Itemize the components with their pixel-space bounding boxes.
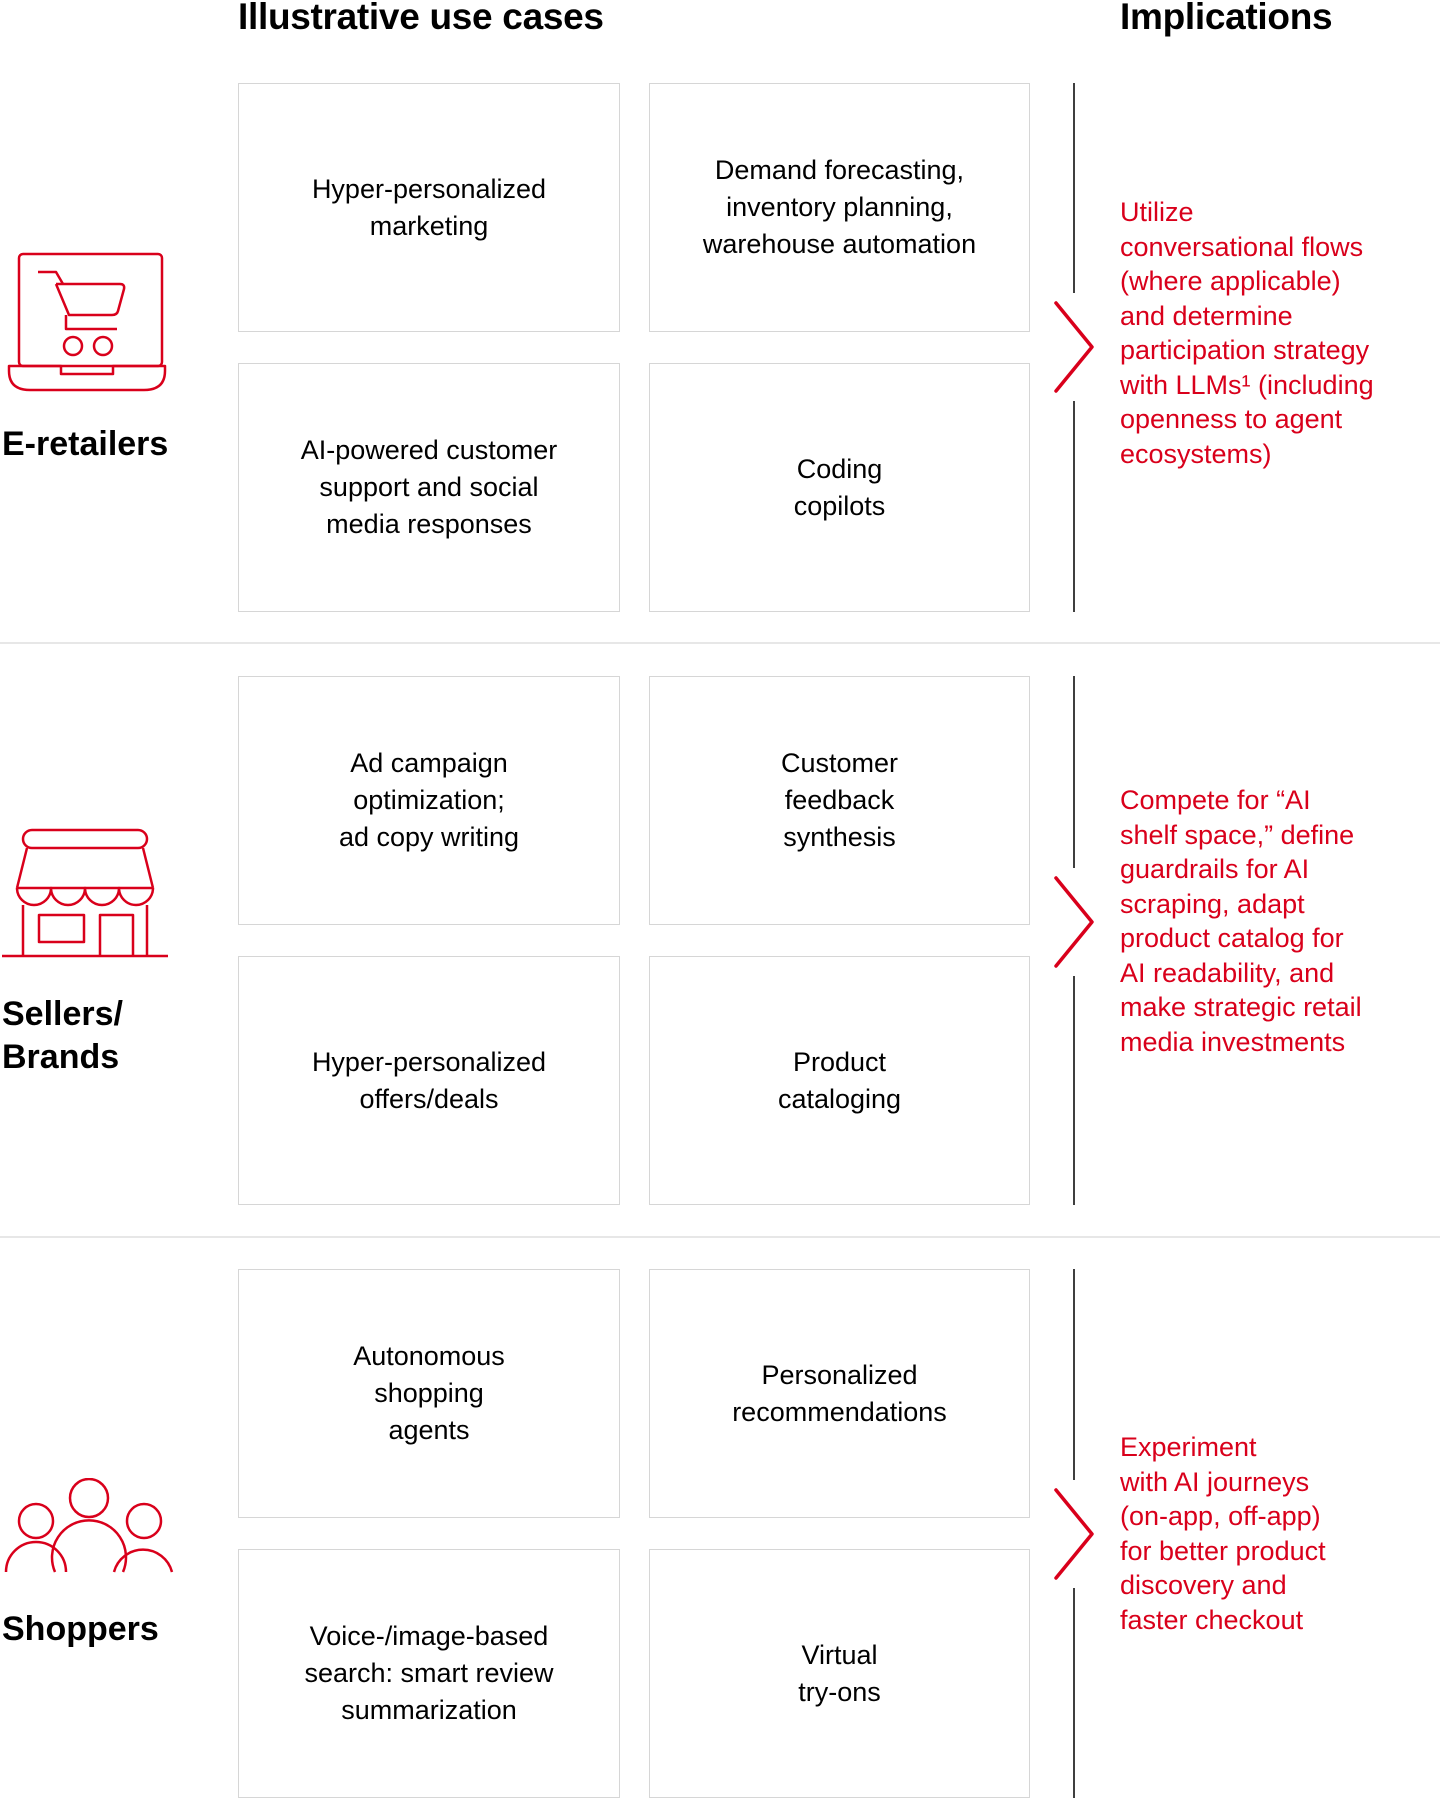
use-case-text: Hyper-personalized marketing	[311, 173, 547, 241]
use-case-box: Hyper-personalized offers/deals	[238, 956, 620, 1205]
use-case-text: AI-powered customer support and social m…	[300, 435, 558, 539]
implications-header: Implications	[1120, 0, 1333, 37]
group-label-e-retailers: E-retailers	[2, 425, 169, 463]
use-case-text: Demand forecasting, inventory planning, …	[702, 155, 977, 259]
group-label-shoppers: Shoppers	[2, 1610, 159, 1648]
group-label-sellers-brands: Sellers/ Brands	[2, 995, 123, 1076]
use-case-box: Virtual try-ons	[649, 1549, 1030, 1798]
connector-line	[1073, 976, 1075, 1205]
use-case-text: Coding copilots	[793, 453, 886, 521]
use-case-box: Coding copilots	[649, 363, 1030, 612]
use-case-text: Virtual try-ons	[798, 1639, 881, 1707]
use-case-box: Autonomous shopping agents	[238, 1269, 620, 1518]
connector-line	[1073, 1588, 1075, 1798]
chevron-right-icon	[1054, 1488, 1094, 1580]
use-cases-header: Illustrative use cases	[238, 0, 604, 37]
storefront-icon	[0, 825, 170, 961]
connector-line	[1073, 83, 1075, 293]
people-icon	[2, 1478, 174, 1573]
use-case-text: Customer feedback synthesis	[780, 748, 899, 852]
use-case-text: Voice-/image-based search: smart review …	[304, 1621, 554, 1725]
connector-line	[1073, 1269, 1075, 1480]
use-case-box: Ad campaign optimization; ad copy writin…	[238, 676, 620, 925]
connector-line	[1073, 676, 1075, 868]
use-case-text: Hyper-personalized offers/deals	[311, 1046, 547, 1114]
use-case-box: Product cataloging	[649, 956, 1030, 1205]
implication-text: Utilize conversational flows (where appl…	[1120, 197, 1374, 469]
use-case-box: Personalized recommendations	[649, 1269, 1030, 1518]
row-divider	[0, 642, 1440, 644]
use-case-text: Ad campaign optimization; ad copy writin…	[338, 748, 520, 852]
use-case-box: Demand forecasting, inventory planning, …	[649, 83, 1030, 332]
connector-line	[1073, 401, 1075, 612]
use-case-box: Hyper-personalized marketing	[238, 83, 620, 332]
implication-text: Experiment with AI journeys (on-app, off…	[1120, 1432, 1326, 1635]
use-case-text: Autonomous shopping agents	[353, 1341, 505, 1445]
use-case-box: Customer feedback synthesis	[649, 676, 1030, 925]
implication-text: Compete for “AI shelf space,” define gua…	[1120, 785, 1362, 1057]
use-case-box: AI-powered customer support and social m…	[238, 363, 620, 612]
chevron-right-icon	[1054, 301, 1094, 393]
row-divider	[0, 1236, 1440, 1238]
use-case-text: Personalized recommendations	[732, 1359, 947, 1427]
chevron-right-icon	[1054, 876, 1094, 968]
laptop-shopping-cart-icon	[6, 250, 168, 392]
use-case-box: Voice-/image-based search: smart review …	[238, 1549, 620, 1798]
use-case-text: Product cataloging	[777, 1046, 902, 1114]
